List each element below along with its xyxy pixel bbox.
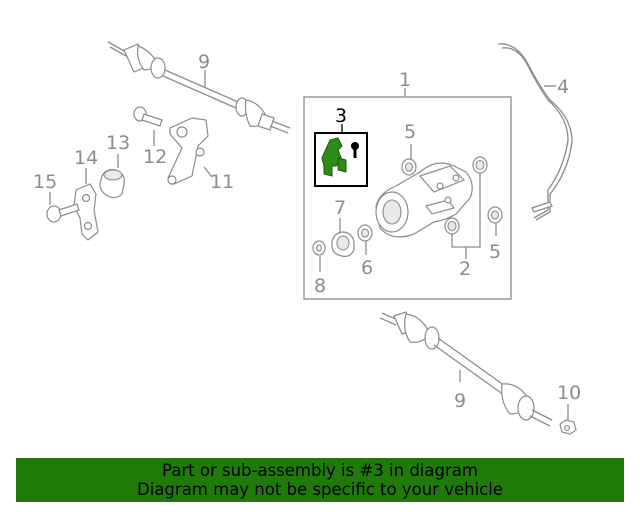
differential-housing[interactable] xyxy=(375,162,473,238)
callout-12: 12 xyxy=(143,146,167,168)
callout-9-lower: 9 xyxy=(454,390,466,412)
speed-sensor-part-3[interactable] xyxy=(321,137,359,177)
callout-5-right: 5 xyxy=(489,241,501,263)
seal-5-right[interactable] xyxy=(487,206,503,224)
mount-bracket-14[interactable] xyxy=(73,183,99,241)
banner-line-1: Part or sub-assembly is #3 in diagram xyxy=(162,461,478,480)
callout-11: 11 xyxy=(210,171,234,193)
info-banner: Part or sub-assembly is #3 in diagram Di… xyxy=(16,458,624,502)
callout-6: 6 xyxy=(361,257,373,279)
bushing-2-upper[interactable] xyxy=(472,156,488,174)
callout-8: 8 xyxy=(314,275,326,297)
callout-1: 1 xyxy=(399,69,411,91)
washer-8[interactable] xyxy=(312,240,326,256)
bolt-15[interactable] xyxy=(46,203,80,223)
upper-axle-shaft[interactable] xyxy=(107,41,291,134)
callout-15: 15 xyxy=(33,171,57,193)
breather-tube[interactable] xyxy=(497,43,573,221)
nut-10[interactable] xyxy=(559,419,577,435)
leader-lines xyxy=(49,70,569,420)
callout-13: 13 xyxy=(106,132,130,154)
seal-6[interactable] xyxy=(357,224,373,242)
callout-2: 2 xyxy=(459,258,471,280)
bushing-7[interactable] xyxy=(331,231,355,257)
bolt-12[interactable] xyxy=(133,106,163,127)
callout-10: 10 xyxy=(557,382,581,404)
callout-3: 3 xyxy=(335,105,347,127)
callout-4: 4 xyxy=(557,76,569,98)
bushing-2-lower[interactable] xyxy=(444,217,460,235)
callout-5-upper: 5 xyxy=(404,121,416,143)
banner-line-2: Diagram may not be specific to your vehi… xyxy=(137,480,503,499)
bushing-13[interactable] xyxy=(99,169,125,199)
callout-9-upper: 9 xyxy=(198,51,210,73)
seal-5-upper[interactable] xyxy=(401,158,417,176)
lower-axle-shaft[interactable] xyxy=(379,311,553,427)
support-bracket[interactable] xyxy=(167,117,209,185)
callout-7: 7 xyxy=(334,197,346,219)
callout-14: 14 xyxy=(74,147,98,169)
